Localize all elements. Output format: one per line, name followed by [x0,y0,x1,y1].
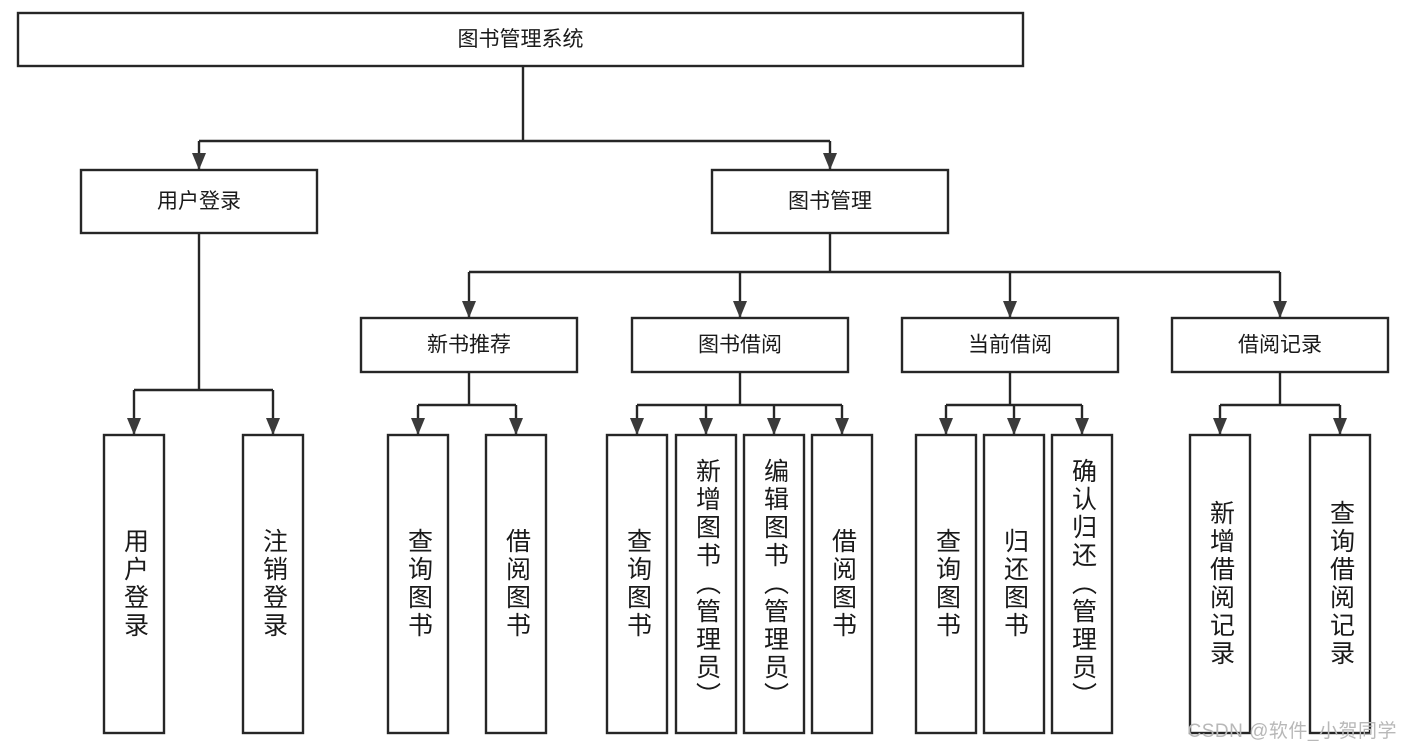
node-leaf-7-rect[interactable] [810,433,874,735]
arrow-head-icon [509,418,523,435]
node-leaf-6-rect[interactable] [742,433,806,735]
arrow-head-icon [1333,418,1347,435]
node-leaf-8[interactable] [914,433,978,735]
node-leaf-2[interactable] [386,433,450,735]
node-leaf-10-rect[interactable] [1050,433,1114,735]
connectors-layer [127,66,1347,435]
node-leaf-10[interactable] [1050,433,1114,735]
watermark-text: CSDN @软件_小贺同学 [1187,721,1397,742]
node-level3-1-rect[interactable] [630,316,850,374]
node-level3-3-label: 借阅记录 [1238,334,1322,357]
node-level2-1-rect[interactable] [710,168,950,235]
node-level3-1[interactable]: 图书借阅 [630,316,850,374]
node-leaf-9-rect[interactable] [982,433,1046,735]
node-leaf-12[interactable] [1308,433,1372,735]
node-leaf-1[interactable] [241,433,305,735]
arrow-head-icon [192,153,206,170]
node-leaf-4-rect[interactable] [605,433,669,735]
node-leaf-3-rect[interactable] [484,433,548,735]
node-level2-1[interactable]: 图书管理 [710,168,950,235]
arrow-head-icon [1003,301,1017,318]
node-root-label: 图书管理系统 [458,28,584,51]
node-level3-0-rect[interactable] [359,316,579,374]
node-leaf-12-rect[interactable] [1308,433,1372,735]
node-leaf-0[interactable] [102,433,166,735]
arrow-head-icon [1075,418,1089,435]
node-leaf-9[interactable] [982,433,1046,735]
node-leaf-7[interactable] [810,433,874,735]
node-leaf-11[interactable] [1188,433,1252,735]
arrow-head-icon [835,418,849,435]
node-level3-2-label: 当前借阅 [968,334,1052,357]
node-leaf-8-rect[interactable] [914,433,978,735]
node-leaf-3[interactable] [484,433,548,735]
arrow-head-icon [411,418,425,435]
arrow-head-icon [939,418,953,435]
arrow-head-icon [462,301,476,318]
node-leaf-11-rect[interactable] [1188,433,1252,735]
node-level3-1-label: 图书借阅 [698,334,782,357]
node-root-rect[interactable] [16,11,1025,68]
node-level2-0-rect[interactable] [79,168,319,235]
node-level3-0[interactable]: 新书推荐 [359,316,579,374]
node-leaf-2-rect[interactable] [386,433,450,735]
node-leaf-1-rect[interactable] [241,433,305,735]
node-leaf-5[interactable] [674,433,738,735]
arrow-head-icon [823,153,837,170]
node-leaf-6[interactable] [742,433,806,735]
node-level3-0-label: 新书推荐 [427,334,511,357]
node-level3-3[interactable]: 借阅记录 [1170,316,1390,374]
node-level3-2-rect[interactable] [900,316,1120,374]
node-leaf-0-rect[interactable] [102,433,166,735]
arrow-head-icon [767,418,781,435]
node-level2-0-label: 用户登录 [157,190,241,213]
node-level3-3-rect[interactable] [1170,316,1390,374]
node-level2-1-label: 图书管理 [788,190,872,213]
arrow-head-icon [630,418,644,435]
node-root[interactable]: 图书管理系统 [16,11,1025,68]
arrow-head-icon [1213,418,1227,435]
arrow-head-icon [127,418,141,435]
node-level2-0[interactable]: 用户登录 [79,168,319,235]
node-leaf-5-rect[interactable] [674,433,738,735]
node-level3-2[interactable]: 当前借阅 [900,316,1120,374]
arrow-head-icon [733,301,747,318]
arrow-head-icon [266,418,280,435]
arrow-head-icon [1273,301,1287,318]
node-leaf-4[interactable] [605,433,669,735]
arrow-head-icon [699,418,713,435]
arrow-head-icon [1007,418,1021,435]
